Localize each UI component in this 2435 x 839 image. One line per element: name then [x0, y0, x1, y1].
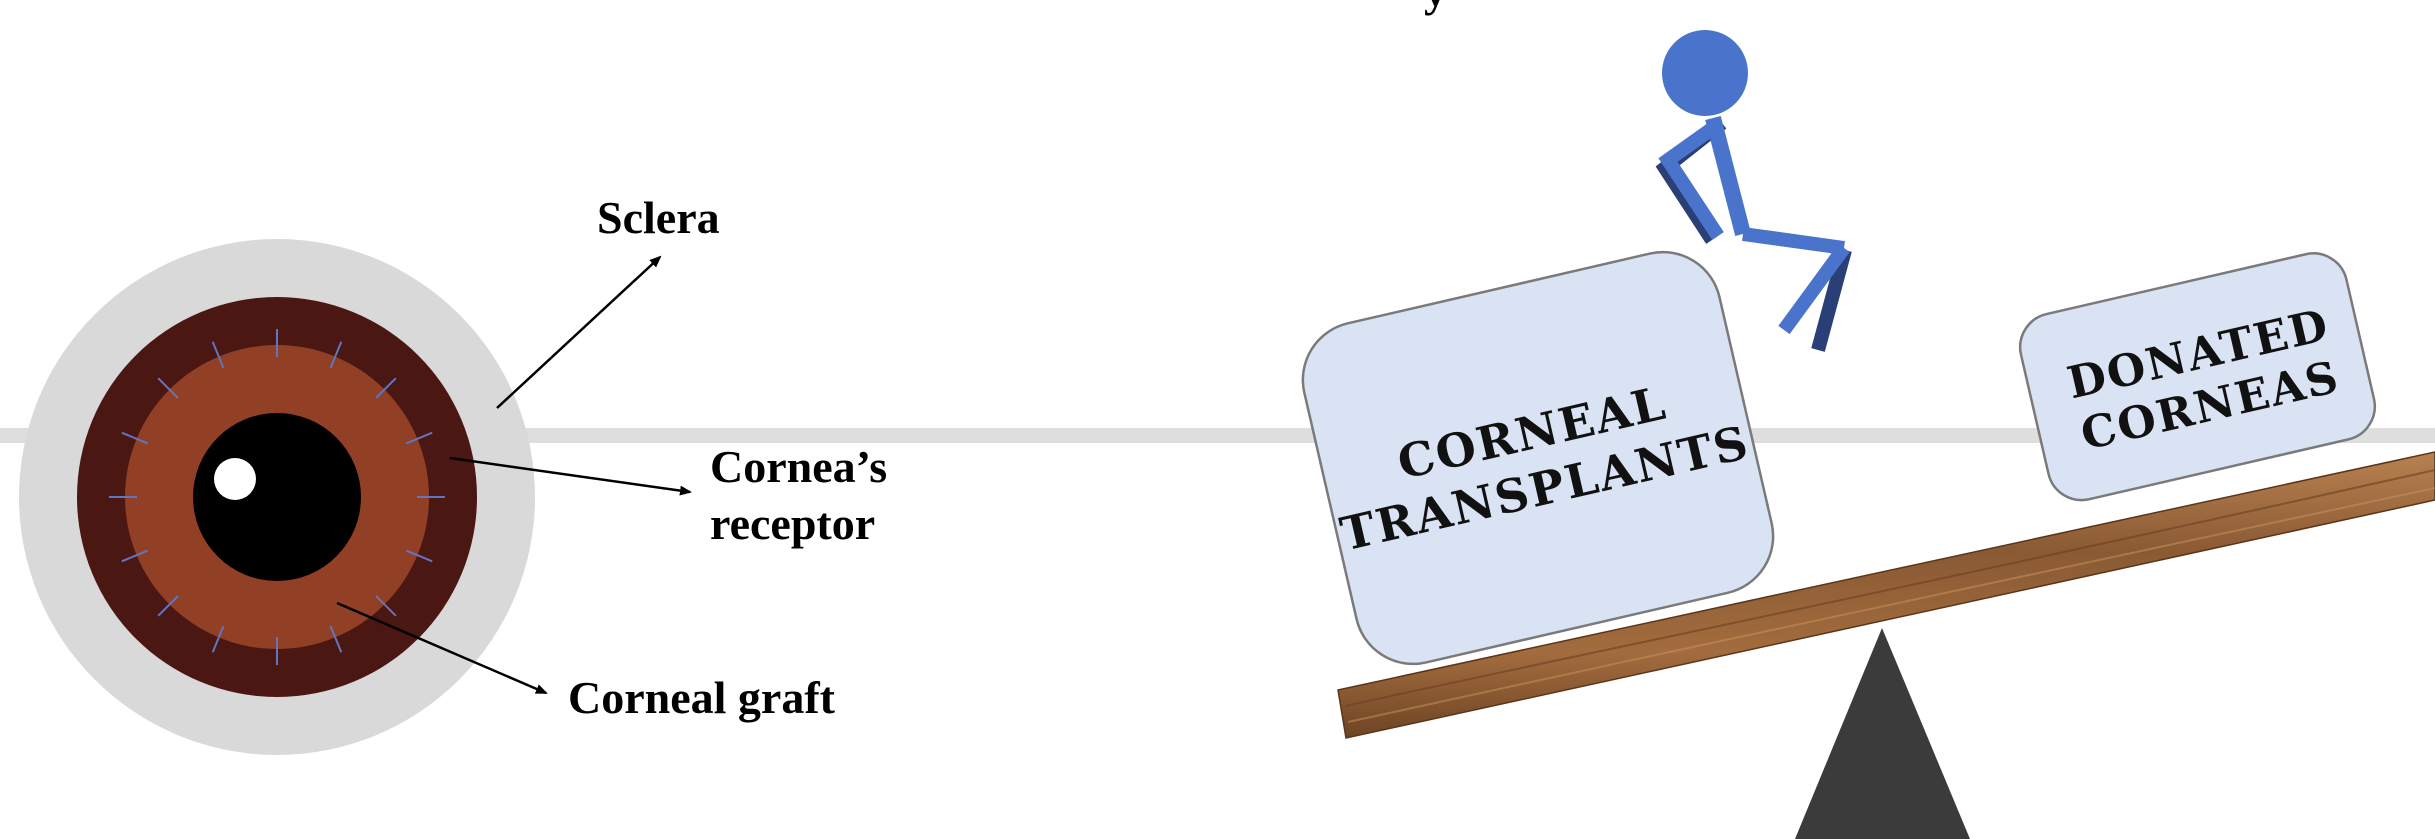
graft-label: Corneal graft — [568, 672, 836, 723]
pupil-highlight — [214, 458, 256, 500]
suture-mark — [211, 625, 225, 653]
suture-mark — [121, 431, 149, 445]
suture-mark — [157, 595, 179, 617]
suture-marks — [109, 329, 445, 665]
stick-figure — [1655, 30, 1852, 352]
suture-mark — [375, 595, 397, 617]
sclera-label: Sclera — [597, 192, 720, 243]
suture-mark — [329, 625, 343, 653]
receptor-arrow — [449, 456, 692, 496]
suture-mark — [329, 341, 343, 369]
receptor-label-line2: receptor — [710, 498, 875, 549]
eye-diagram — [19, 239, 535, 755]
pupil — [193, 413, 361, 581]
seesaw-plank — [1337, 451, 2435, 739]
suture-mark — [157, 377, 179, 399]
horizon-line — [0, 428, 2435, 443]
suture-mark — [375, 377, 397, 399]
suture-mark — [405, 431, 433, 445]
donated-corneas-box: DONATED CORNEAS — [2018, 252, 2377, 502]
graft-arrow — [336, 601, 548, 695]
seesaw-fulcrum — [1795, 628, 1970, 839]
stick-figure-head — [1662, 30, 1748, 116]
title-fragment: y — [1424, 0, 1447, 16]
suture-mark — [211, 341, 225, 369]
sclera-arrow — [496, 255, 662, 409]
suture-mark — [121, 549, 149, 563]
corneal-transplants-box: CORNEAL TRANSPLANTS — [1301, 250, 1775, 666]
suture-mark — [405, 549, 433, 563]
receptor-label-line1: Cornea’s — [710, 441, 887, 492]
